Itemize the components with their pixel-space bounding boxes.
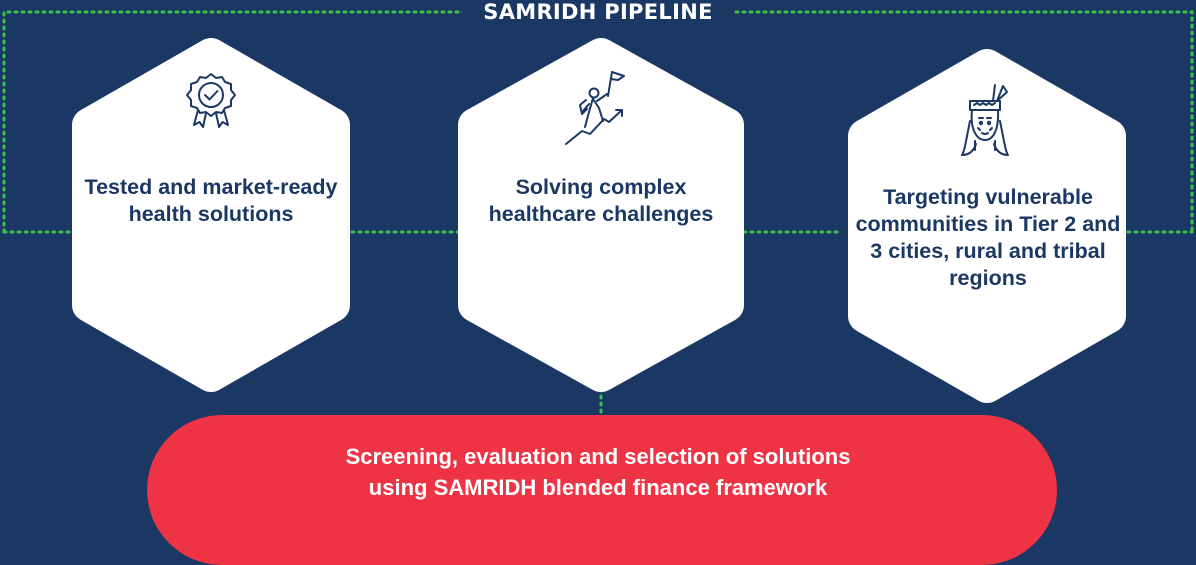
screening-process-pill [147, 415, 1057, 565]
hexagon-tested-solutions [72, 38, 350, 392]
tribal-person-icon [961, 84, 1009, 156]
diagram-title: SAMRIDH PIPELINE [462, 0, 734, 30]
screening-process-text: Screening, evaluation and selection of s… [345, 444, 851, 500]
award-badge-icon [186, 73, 236, 128]
criterion-1-text: Tested and market-ready health solutions [84, 175, 338, 226]
pipeline-diagram-canvas [2, 10, 1194, 418]
criterion-2-text: Solving complex healthcare challenges [488, 175, 714, 226]
hexagon-complex-challenges [458, 38, 744, 392]
hexagon-vulnerable-communities [848, 49, 1126, 403]
criterion-3-text: Targeting vulnerable communities in Tier… [855, 185, 1121, 290]
climbing-summit-flag-icon [565, 71, 625, 145]
